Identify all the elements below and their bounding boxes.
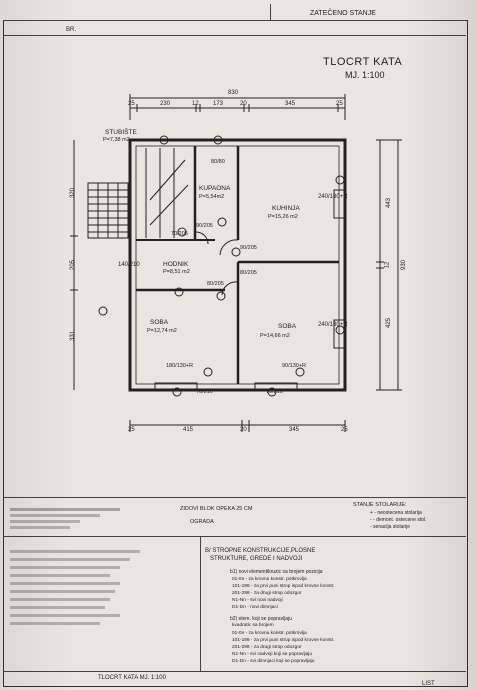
structures-a-item: D1-Dn - novi dimnjaci <box>232 605 278 610</box>
dim-top-5: 20 <box>240 101 247 107</box>
structures-subtitle: STRUKTURE, GREDE I NADVOJI <box>210 556 303 562</box>
structures-a-item: 101-199 - za prvi puni strop ispod krovn… <box>232 584 335 589</box>
room-name: SOBA <box>150 319 169 326</box>
structures-b-subtitle: kvadratic sa brojem <box>232 623 274 628</box>
opening-label: 180/130+R <box>166 363 194 369</box>
br-label: BR. <box>66 27 77 33</box>
dim-right-3: 425 <box>386 317 393 329</box>
dim-left-3: 331 <box>70 330 77 342</box>
dim-top-6: 345 <box>285 101 296 107</box>
dim-left-2: 205 <box>70 259 77 271</box>
room-area: P=7,38 m2 <box>103 137 130 143</box>
carpentry-title: STANJE STOLARIJE: <box>353 502 407 508</box>
dim-top-1: 25 <box>128 101 135 107</box>
opening-label: 240/130+R <box>318 322 348 328</box>
structures-a-item: 201-299 - za drugi strop odozgor <box>232 591 302 596</box>
footer-title: TLOCRT KATA MJ. 1:100 <box>98 675 166 681</box>
room-area: P=14,66 m2 <box>260 333 290 339</box>
dim-bottom-5: 25 <box>341 427 348 433</box>
structures-b-title: b2) elem. koji se popravljaju <box>230 616 292 622</box>
room-name: STUBIŠTE <box>105 129 137 136</box>
opening-label: 70/210 <box>196 389 213 395</box>
dim-top-total: 830 <box>228 90 239 96</box>
carpentry-item: + - neostecena stolarija <box>370 510 422 516</box>
opening-label: 140/210 <box>118 262 140 268</box>
room-name: HODNIK <box>163 261 189 268</box>
legend-rule <box>3 497 466 498</box>
walls-label: ZIDOVI BLOK OPEKA 25 CM <box>180 506 253 512</box>
opening-label: 80/205 <box>240 270 257 276</box>
room-area: P=12,74 m2 <box>147 328 177 334</box>
room-area: P=15,26 m2 <box>268 214 298 220</box>
sheet-label: LIST <box>422 681 435 687</box>
opening-label: 90/205 <box>196 223 213 229</box>
fence-label: OGRADA <box>190 519 214 525</box>
structures-a-item: N1-Nn - svi novi nadvoji <box>232 598 283 603</box>
dim-right-1: 443 <box>386 197 393 209</box>
opening-label: 70/210 <box>266 389 283 395</box>
carpentry-item: - - demont. ostecene stol. <box>370 517 427 523</box>
carpentry-item: - senacija stolarije <box>370 524 411 530</box>
structures-b-item: D1-Dn - svi dimnjaci koji se popravljaju <box>232 659 315 664</box>
dim-top-7: 25 <box>336 101 343 107</box>
room-area: P=5,54m2 <box>199 194 225 200</box>
plan-scale: MJ. 1:100 <box>345 70 385 80</box>
room-name: KUPAONA <box>199 185 231 192</box>
dim-bottom-1: 25 <box>128 427 135 433</box>
dim-top-4: 173 <box>213 101 224 107</box>
dim-bottom-3: 20 <box>240 427 247 433</box>
header-divider <box>270 4 271 20</box>
structures-a-title: b1) novi elementikruzic sa brojem pozici… <box>230 569 323 575</box>
opening-label: 90/205 <box>240 245 257 251</box>
structures-a-item: 01-0n - za krovnu konstr. potkrovlja <box>232 577 307 582</box>
dim-bottom-4: 345 <box>289 427 300 433</box>
room-name: SOBA <box>278 323 297 330</box>
dim-left-1: 320 <box>70 187 77 199</box>
structures-b-item: N1-Nn - svi nadvoji koji se popravljaju <box>232 652 312 657</box>
dim-top-3: 12 <box>192 101 199 107</box>
structures-title: B/ STROPNE KONSTRUKCIJE,PLOSNE <box>205 548 316 554</box>
opening-label: 90/130+R <box>282 363 307 369</box>
structures-b-item: 201-299 - za drugi strop odozgor <box>232 645 302 650</box>
opening-label: 70/205 <box>171 231 188 237</box>
legend-rule-2 <box>3 536 466 537</box>
structures-b-item: 01-0n - za krovnu konstr. potkrovlja <box>232 631 307 636</box>
legend-left-list <box>10 545 190 630</box>
dim-right-total: 930 <box>401 259 408 271</box>
legend-divider <box>200 536 201 671</box>
header-rule-2 <box>3 35 466 36</box>
dim-top-2: 230 <box>160 101 171 107</box>
status-label: ZATEČENO STANJE <box>310 10 376 17</box>
footer-rule <box>3 671 466 672</box>
opening-label: 240/130+R <box>318 194 348 200</box>
opening-label: 80/205 <box>207 281 224 287</box>
structures-b-item: 101-199 - za prvi puni strop ispod krovn… <box>232 638 335 643</box>
header-rule <box>3 20 466 21</box>
room-name: KUHINJA <box>272 205 300 212</box>
opening-label: 80/80 <box>211 159 225 165</box>
dim-right-2: 12 <box>384 261 391 269</box>
room-area: P=8,51 m2 <box>163 269 190 275</box>
dim-bottom-2: 415 <box>183 427 194 433</box>
plan-title: TLOCRT KATA <box>323 56 403 68</box>
legend-left-blurred <box>10 505 160 532</box>
